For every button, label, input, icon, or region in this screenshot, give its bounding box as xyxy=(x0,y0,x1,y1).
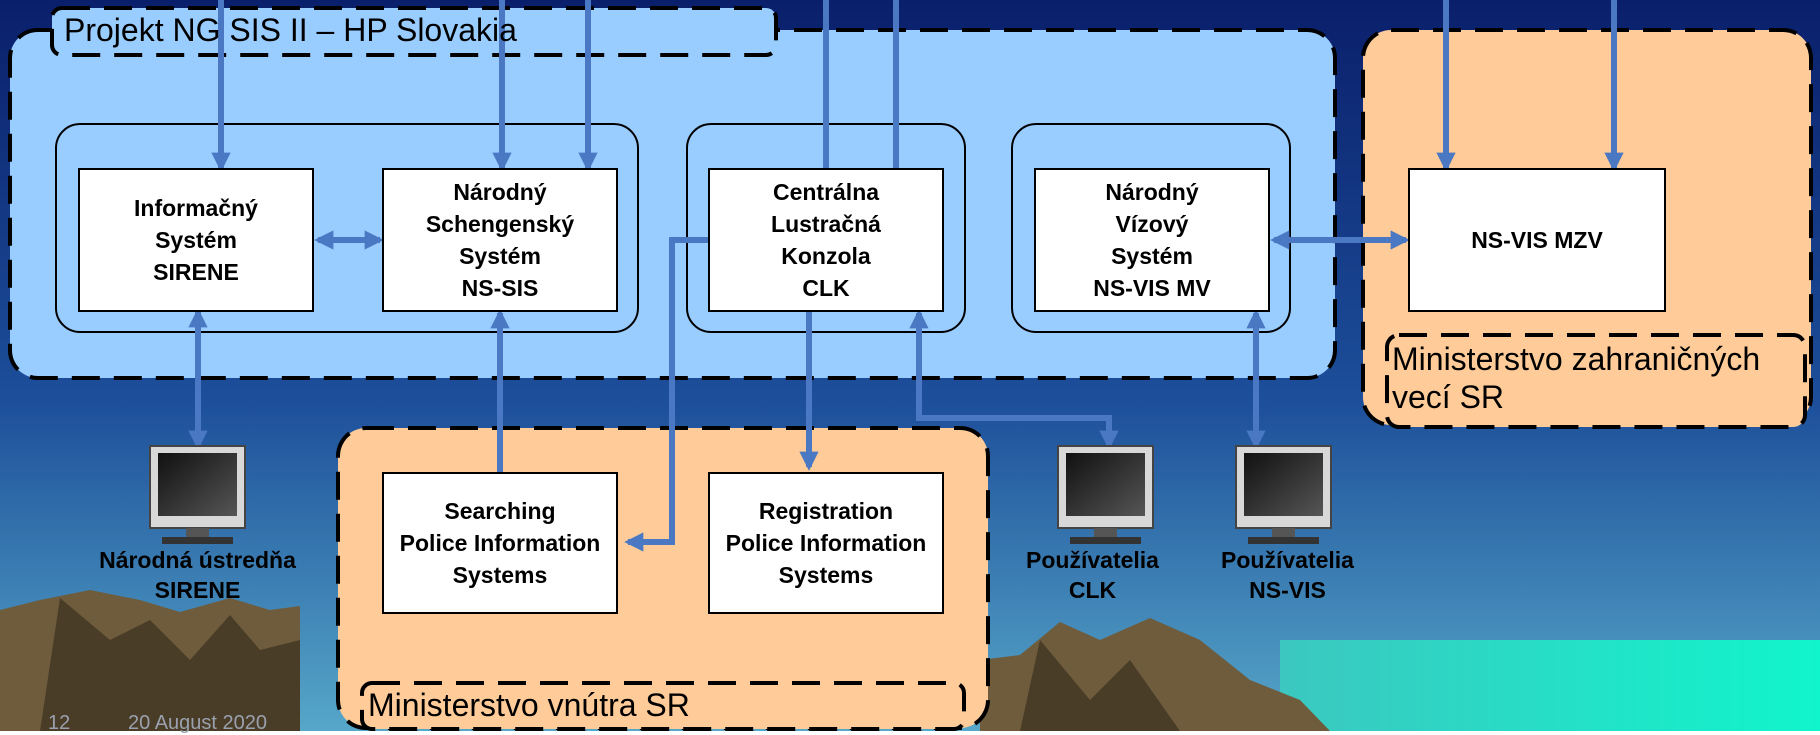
mv-label-frame xyxy=(360,681,966,731)
clk-box: Centrálna Lustračná Konzola CLK xyxy=(708,168,944,312)
monitor-icon-sirene xyxy=(149,445,246,544)
nsvis-users-caption: Používatelia NS-VIS xyxy=(1221,547,1354,603)
nssis-box: Národný Schengenský Systém NS-SIS xyxy=(382,168,618,312)
sirene-users-caption: Národná ústredňa SIRENE xyxy=(99,547,296,603)
nsvis-mv-box: Národný Vízový Systém NS-VIS MV xyxy=(1034,168,1270,312)
arrow-clk-workstation xyxy=(909,309,1119,450)
sirene-box: Informačný Systém SIRENE xyxy=(78,168,314,312)
mzv-label: Ministerstvo zahraničných vecí SR xyxy=(1392,341,1761,415)
mv-label: Ministerstvo vnútra SR xyxy=(368,687,690,723)
registration-box: Registration Police Information Systems xyxy=(708,472,944,614)
project-label-frame xyxy=(50,6,778,57)
sea xyxy=(1280,640,1820,731)
mountains-left-shade xyxy=(40,598,300,731)
searching-box: Searching Police Information Systems xyxy=(382,472,618,614)
page-number: 12 xyxy=(48,712,71,734)
sis-group xyxy=(55,123,639,333)
monitor-icon-clk xyxy=(1057,445,1154,544)
clk-users-caption: Používatelia CLK xyxy=(1026,547,1159,603)
slide-date: 20 August 2020 xyxy=(128,712,268,734)
mzv-label-frame xyxy=(1385,333,1807,429)
nsvis-mzv-box: NS-VIS MZV xyxy=(1408,168,1666,312)
monitor-icon-nsvis xyxy=(1235,445,1332,544)
project-label: Projekt NG SIS II – HP Slovakia xyxy=(64,12,517,48)
mountains-middle-shade xyxy=(1020,640,1180,731)
vis-group xyxy=(1011,123,1291,333)
arrow-clk-searching xyxy=(624,237,710,552)
